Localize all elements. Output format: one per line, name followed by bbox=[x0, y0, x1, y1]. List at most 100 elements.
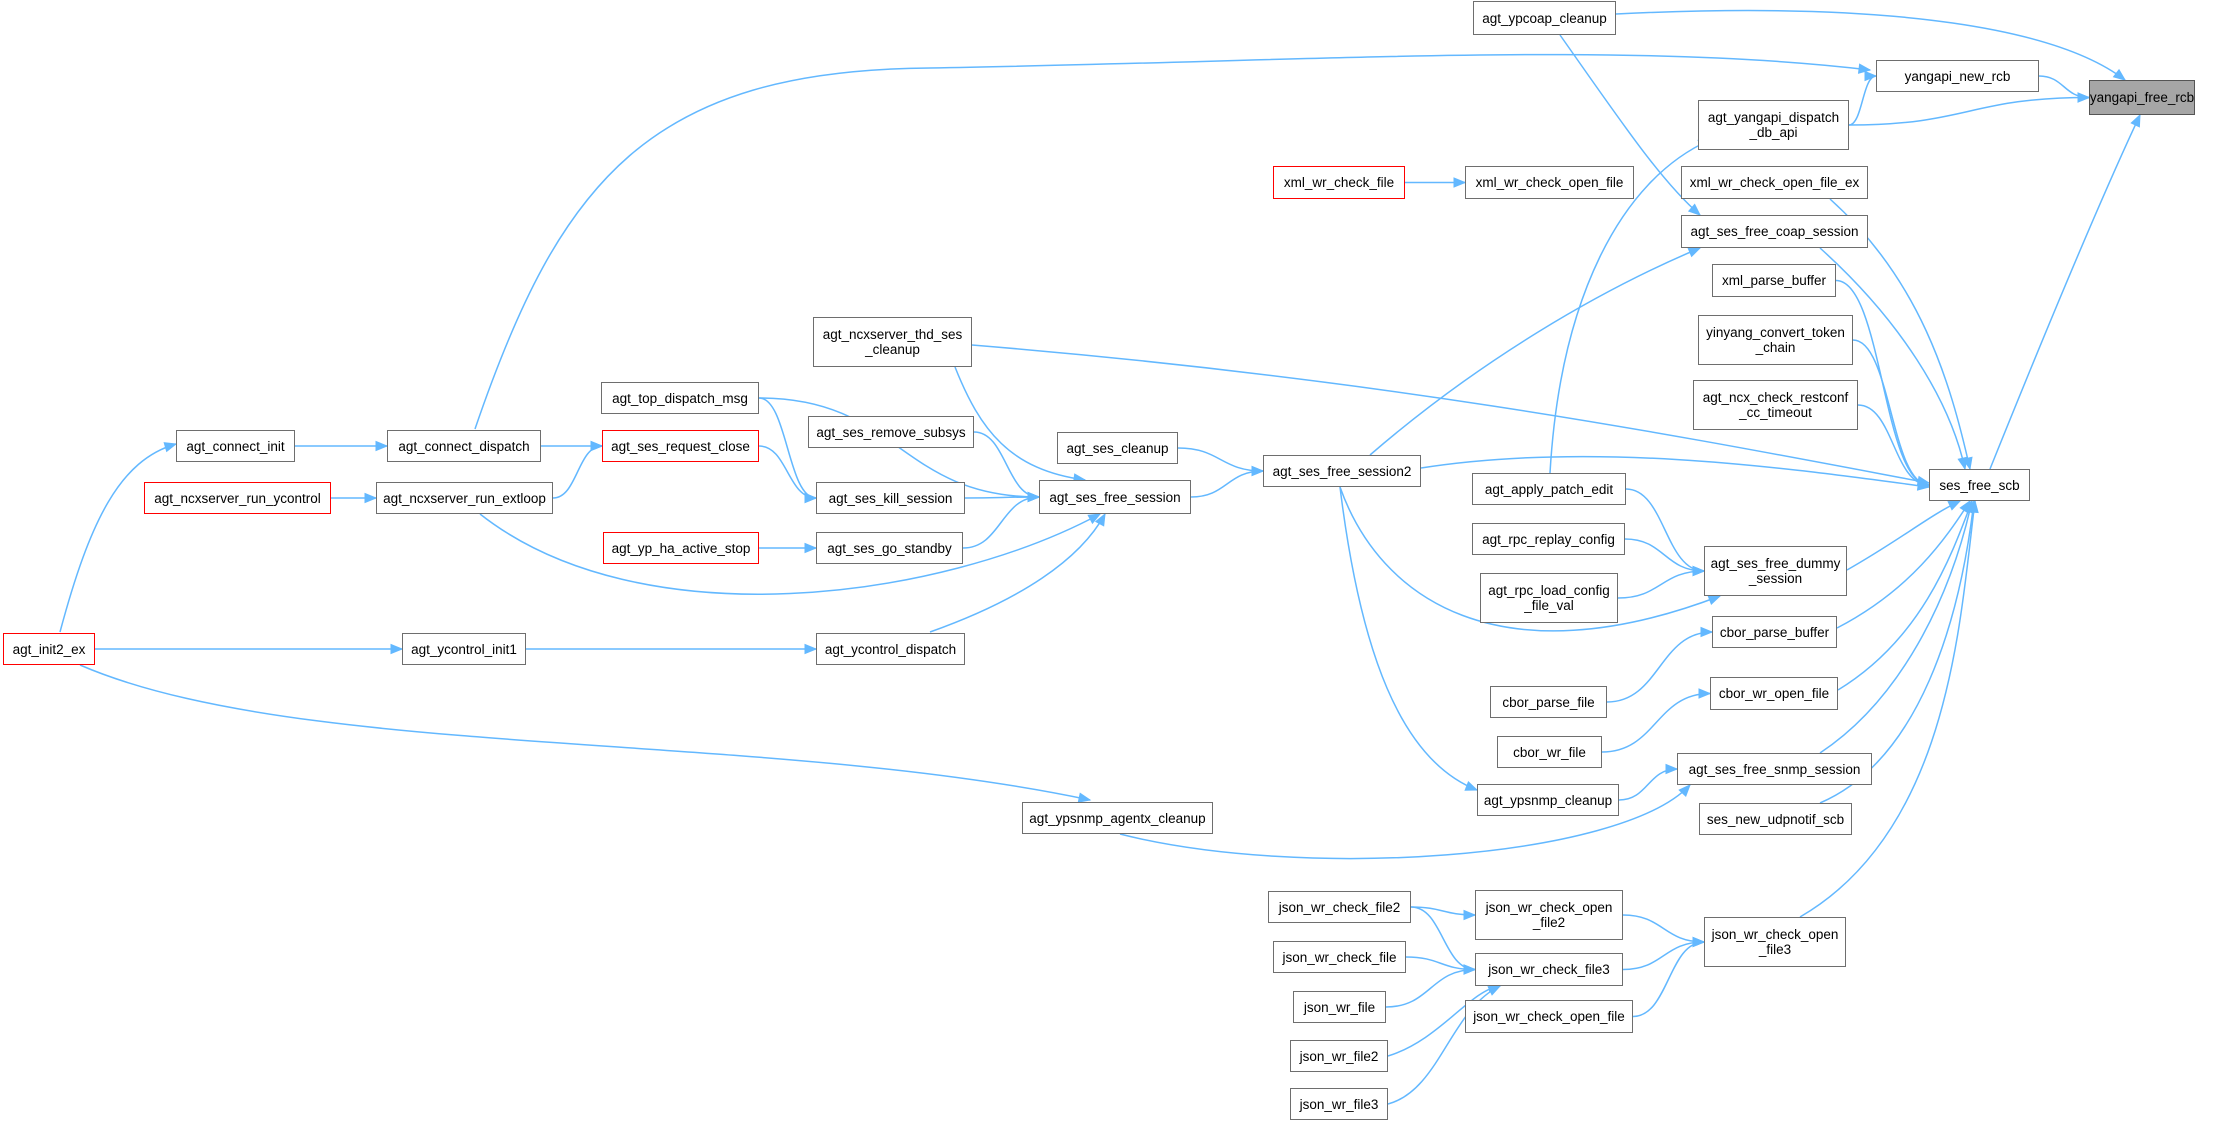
edge-json-wr-check-open-file2-to-json-wr-check-open-file3 bbox=[1622, 914, 1705, 943]
edge-arrowhead bbox=[1707, 595, 1722, 606]
edge-arrowhead bbox=[1947, 500, 1962, 511]
edge-arrowhead bbox=[1698, 688, 1712, 699]
edge-arrowhead bbox=[1687, 203, 1701, 216]
edge-arrowhead bbox=[1687, 247, 1702, 258]
edge-agt-ncxserver-run-extloop-to-agt-ses-request-close bbox=[552, 445, 603, 499]
edge-agt-init2-ex-to-agt-ypsnmp-agentx-cleanup bbox=[79, 664, 1091, 801]
edge-agt-ses-go-standby-to-agt-ses-free-session bbox=[962, 496, 1040, 549]
node-json-wr-file2[interactable]: json_wr_file2 bbox=[1290, 1040, 1388, 1072]
node-agt-ses-cleanup[interactable]: agt_ses_cleanup bbox=[1057, 432, 1178, 464]
edge-agt-ncxserver-thd-ses-cleanup-to-ses-free-scb bbox=[971, 344, 1930, 484]
edge-arrowhead bbox=[1700, 626, 1714, 638]
node-agt-ses-go-standby[interactable]: agt_ses_go_standby bbox=[816, 532, 963, 564]
edge-arrowhead bbox=[2112, 68, 2127, 81]
edge-agt-ypcoap-cleanup-to-yangapi-free-rcb bbox=[1615, 9, 2126, 81]
edge-arrowhead bbox=[804, 492, 818, 504]
edge-agt-rpc-replay-config-to-agt-ses-free-dummy-session bbox=[1624, 538, 1705, 572]
node-agt-ses-free-session2[interactable]: agt_ses_free_session2 bbox=[1263, 455, 1421, 487]
edge-arrowhead bbox=[1864, 70, 1878, 82]
node-agt-ycontrol-init1[interactable]: agt_ycontrol_init1 bbox=[402, 633, 526, 665]
node-agt-ypsnmp-agentx-cleanup[interactable]: agt_ypsnmp_agentx_cleanup bbox=[1022, 802, 1213, 834]
edge-agt-ses-free-coap-session-to-ses-free-scb bbox=[1819, 247, 1966, 470]
node-json-wr-check-open-file3[interactable]: json_wr_check_open _file3 bbox=[1704, 917, 1846, 967]
edge-arrowhead bbox=[1957, 456, 1968, 471]
node-cbor-wr-file[interactable]: cbor_wr_file bbox=[1497, 736, 1602, 768]
node-agt-ses-request-close[interactable]: agt_ses_request_close bbox=[602, 430, 759, 462]
edge-json-wr-file3-to-json-wr-check-file3 bbox=[1387, 985, 1501, 1105]
node-json-wr-check-file[interactable]: json_wr_check_file bbox=[1273, 941, 1406, 973]
node-yinyang-convert-token-chain[interactable]: yinyang_convert_token _chain bbox=[1698, 315, 1853, 365]
edge-agt-ncxserver-thd-ses-cleanup-to-agt-ses-free-session bbox=[954, 366, 1086, 481]
edge-agt-ses-free-snmp-session-to-ses-free-scb bbox=[1819, 500, 1973, 754]
node-agt-ses-free-snmp-session[interactable]: agt_ses_free_snmp_session bbox=[1677, 753, 1872, 785]
node-agt-ses-free-dummy-session[interactable]: agt_ses_free_dummy _session bbox=[1704, 546, 1847, 596]
edge-arrowhead bbox=[804, 643, 818, 655]
node-xml-wr-check-open-file[interactable]: xml_wr_check_open_file bbox=[1465, 166, 1634, 199]
node-agt-ses-free-coap-session[interactable]: agt_ses_free_coap_session bbox=[1681, 215, 1868, 248]
edge-arrowhead bbox=[1463, 909, 1477, 921]
node-json-wr-check-file3[interactable]: json_wr_check_file3 bbox=[1475, 953, 1623, 986]
node-agt-ypcoap-cleanup[interactable]: agt_ypcoap_cleanup bbox=[1473, 1, 1616, 35]
edge-agt-ses-free-session2-to-agt-ses-free-coap-session bbox=[1369, 247, 1701, 456]
edge-agt-ycontrol-dispatch-to-agt-ses-free-session bbox=[929, 513, 1106, 633]
node-yangapi-new-rcb[interactable]: yangapi_new_rcb bbox=[1876, 60, 2039, 92]
node-ses-new-udpnotif-scb[interactable]: ses_new_udpnotif_scb bbox=[1699, 803, 1852, 835]
node-cbor-wr-open-file[interactable]: cbor_wr_open_file bbox=[1710, 677, 1838, 710]
edge-arrowhead bbox=[804, 542, 818, 554]
node-xml-wr-check-open-file-ex[interactable]: xml_wr_check_open_file_ex bbox=[1681, 166, 1868, 199]
edge-cbor-parse-file-to-cbor-parse-buffer bbox=[1606, 631, 1713, 703]
node-yangapi-free-rcb[interactable]: yangapi_free_rcb bbox=[2089, 80, 2195, 115]
edge-agt-ses-remove-subsys-to-agt-ses-free-session bbox=[973, 431, 1040, 498]
node-agt-connect-init[interactable]: agt_connect_init bbox=[176, 430, 295, 462]
node-cbor-parse-buffer[interactable]: cbor_parse_buffer bbox=[1712, 616, 1837, 648]
node-agt-ncxserver-run-extloop[interactable]: agt_ncxserver_run_extloop bbox=[376, 482, 553, 514]
edge-agt-connect-dispatch-to-yangapi-new-rcb bbox=[474, 53, 1871, 430]
node-json-wr-file[interactable]: json_wr_file bbox=[1293, 991, 1386, 1023]
node-agt-ses-free-session[interactable]: agt_ses_free_session bbox=[1039, 480, 1191, 514]
edge-arrowhead bbox=[364, 492, 378, 504]
node-agt-ncxserver-run-ycontrol[interactable]: agt_ncxserver_run_ycontrol bbox=[144, 482, 331, 514]
edge-arrowhead bbox=[1094, 512, 1106, 527]
edge-arrowhead bbox=[163, 442, 178, 453]
node-agt-yangapi-dispatch-db-api[interactable]: agt_yangapi_dispatch _db_api bbox=[1698, 100, 1849, 150]
edge-arrowhead bbox=[2130, 113, 2141, 128]
node-json-wr-check-open-file2[interactable]: json_wr_check_open _file2 bbox=[1475, 890, 1623, 940]
edge-json-wr-check-file3-to-json-wr-check-open-file3 bbox=[1622, 941, 1705, 971]
node-agt-ses-remove-subsys[interactable]: agt_ses_remove_subsys bbox=[808, 416, 974, 448]
edge-agt-ses-free-session2-to-ses-free-scb bbox=[1420, 455, 1930, 488]
node-json-wr-file3[interactable]: json_wr_file3 bbox=[1290, 1088, 1388, 1120]
node-agt-ypsnmp-cleanup[interactable]: agt_ypsnmp_cleanup bbox=[1477, 784, 1619, 816]
node-json-wr-check-open-file[interactable]: json_wr_check_open_file bbox=[1465, 1000, 1633, 1033]
node-cbor-parse-file[interactable]: cbor_parse_file bbox=[1490, 686, 1607, 718]
node-agt-ncx-check-restconf-cc-timeout[interactable]: agt_ncx_check_restconf _cc_timeout bbox=[1693, 380, 1858, 430]
node-agt-yp-ha-active-stop[interactable]: agt_yp_ha_active_stop bbox=[603, 532, 759, 564]
edge-cbor-wr-open-file-to-ses-free-scb bbox=[1837, 500, 1973, 691]
edge-arrowhead bbox=[1464, 780, 1479, 791]
edge-agt-yangapi-dispatch-db-api-to-yangapi-new-rcb bbox=[1848, 75, 1877, 126]
node-agt-ycontrol-dispatch[interactable]: agt_ycontrol_dispatch bbox=[816, 633, 965, 665]
edge-arrowhead bbox=[1087, 513, 1102, 525]
edge-agt-rpc-load-config-file-val-to-agt-ses-free-dummy-session bbox=[1617, 570, 1705, 599]
node-json-wr-check-file2[interactable]: json_wr_check_file2 bbox=[1268, 891, 1411, 923]
node-agt-ncxserver-thd-ses-cleanup[interactable]: agt_ncxserver_thd_ses _cleanup bbox=[813, 317, 972, 367]
node-xml-parse-buffer[interactable]: xml_parse_buffer bbox=[1712, 264, 1836, 297]
node-agt-ses-kill-session[interactable]: agt_ses_kill_session bbox=[816, 482, 965, 514]
node-agt-connect-dispatch[interactable]: agt_connect_dispatch bbox=[387, 430, 541, 462]
edge-arrowhead bbox=[1916, 480, 1931, 491]
node-agt-init2-ex[interactable]: agt_init2_ex bbox=[3, 633, 95, 665]
node-agt-rpc-load-config-file-val[interactable]: agt_rpc_load_config _file_val bbox=[1480, 573, 1618, 623]
edge-arrowhead bbox=[1692, 565, 1706, 577]
edge-arrowhead bbox=[2077, 92, 2091, 103]
node-agt-apply-patch-edit[interactable]: agt_apply_patch_edit bbox=[1472, 473, 1626, 505]
node-ses-free-scb[interactable]: ses_free_scb bbox=[1929, 469, 2030, 501]
call-edges bbox=[59, 9, 2141, 1105]
edge-agt-apply-patch-edit-to-agt-ses-free-dummy-session bbox=[1625, 488, 1705, 572]
node-xml-wr-check-file[interactable]: xml_wr_check_file bbox=[1273, 166, 1405, 199]
edge-agt-init2-ex-to-agt-connect-init bbox=[59, 443, 177, 633]
node-agt-rpc-replay-config[interactable]: agt_rpc_replay_config bbox=[1472, 523, 1625, 555]
edge-arrowhead bbox=[390, 643, 404, 655]
node-agt-top-dispatch-msg[interactable]: agt_top_dispatch_msg bbox=[601, 382, 759, 414]
edge-agt-ypcoap-cleanup-to-agt-ses-free-coap-session bbox=[1559, 34, 1701, 216]
edge-agt-ncxserver-run-extloop-to-agt-ses-free-session bbox=[479, 513, 1101, 595]
edge-agt-ses-request-close-to-agt-ses-kill-session bbox=[758, 445, 817, 499]
